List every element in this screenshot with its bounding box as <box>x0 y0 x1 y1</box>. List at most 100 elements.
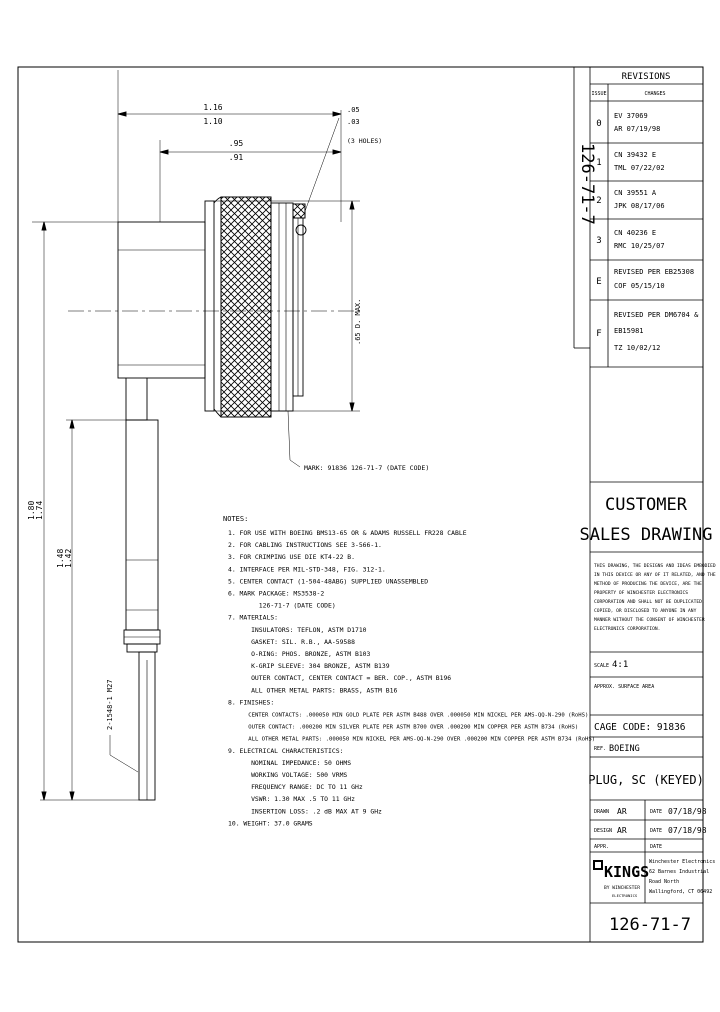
hole-leader <box>303 117 340 215</box>
revision-line: REVISED PER EB25308 <box>614 268 694 276</box>
revision-issue: 0 <box>596 119 601 129</box>
note-line: GASKET: SIL. R.B., AA-59588 <box>228 638 355 646</box>
revision-issue: F <box>596 329 601 339</box>
proprietary-line: METHOD OF PRODUCING THE DEVICE, ARE THE <box>594 581 702 587</box>
drawing-number: 126-71-7 <box>609 915 691 935</box>
sales-drawing-heading: SALES DRAWING <box>579 525 712 545</box>
revisions-table: REVISIONS ISSUE CHANGES 0 EV 37069 AR 07… <box>573 67 703 368</box>
design-date: 07/18/98 <box>668 826 707 835</box>
approval-label: APPR. <box>594 844 609 850</box>
proprietary-line: PROPERTY OF WINCHESTER ELECTRONICS <box>594 590 688 596</box>
note-line: ALL OTHER METAL PARTS: .000050 MIN NICKE… <box>228 737 595 743</box>
proprietary-line: MANNER WITHOUT THE CONSENT OF WINCHESTER <box>594 617 705 623</box>
logo-text: KINGS <box>604 863 649 881</box>
dim-inner-lower: .91 <box>229 153 244 162</box>
ref-label: REF. <box>594 746 606 752</box>
drawn-date-label: DATE <box>650 809 662 815</box>
scale-label: SCALE <box>594 663 609 669</box>
note-line: 7. MATERIALS: <box>228 614 278 622</box>
revision-line: TML 07/22/02 <box>614 164 665 172</box>
proprietary-line: COPIED, OR DISCLOSED TO ANYONE IN ANY <box>594 608 697 614</box>
revision-line: EV 37069 <box>614 112 648 120</box>
note-line: 6. MARK PACKAGE: MS3538-2 <box>228 590 324 598</box>
dim-hole-lower: .03 <box>347 118 360 126</box>
note-line: 1. FOR USE WITH BOEING BMS13-65 OR & ADA… <box>228 529 467 537</box>
ref-value: BOEING <box>609 744 640 754</box>
dim-length2-upper: 1.48 <box>56 549 65 568</box>
dim-overall-lower: 1.10 <box>203 117 222 126</box>
mark-leader <box>287 410 301 468</box>
kings-logo: KINGS BY WINCHESTER ELECTRONICS <box>593 860 649 898</box>
proprietary-line: ELECTRONICS CORPORATION. <box>594 626 660 632</box>
drawn-date: 07/18/98 <box>668 807 707 816</box>
logo-subtitle: BY WINCHESTER <box>604 885 640 891</box>
ferrule-neck <box>125 378 148 421</box>
note-line: 2. FOR CABLING INSTRUCTIONS SEE 3-566-1. <box>228 541 382 549</box>
company-line: Wallingford, CT 06492 <box>649 889 712 895</box>
revision-line: RMC 10/25/07 <box>614 242 665 250</box>
revision-line: TZ 10/02/12 <box>614 344 660 352</box>
company-line: Winchester Electronics <box>649 859 715 865</box>
note-line: 126-71-7 (DATE CODE) <box>228 602 336 610</box>
note-line: VSWR: 1.30 MAX .5 TO 11 GHz <box>228 795 355 803</box>
o-ring <box>295 224 307 236</box>
front-sleeve <box>270 202 294 412</box>
company-line: 62 Barnes Industrial <box>649 869 709 875</box>
note-line: ALL OTHER METAL PARTS: BRASS, ASTM B16 <box>228 686 397 694</box>
note-line: INSULATORS: TEFLON, ASTM D1710 <box>228 626 367 634</box>
side-part-number: 126-71-7 <box>577 143 597 225</box>
revisions-changes-header: CHANGES <box>644 91 665 97</box>
revision-line: CN 39551 A <box>614 189 657 197</box>
thread-callout: 2-1548-1 M27 <box>106 679 114 730</box>
company-line: Road North <box>649 879 679 885</box>
note-line: 4. INTERFACE PER MIL-STD-348, FIG. 312-1… <box>228 565 386 573</box>
note-line: OUTER CONTACT: .000200 MIN SILVER PLATE … <box>228 725 578 731</box>
title-block: CUSTOMER SALES DRAWING THIS DRAWING, THE… <box>579 367 716 942</box>
note-line: 9. ELECTRICAL CHARACTERISTICS: <box>228 747 343 755</box>
connector-drawing <box>32 70 360 801</box>
note-line: NOMINAL IMPEDANCE: 50 OHMS <box>228 759 351 767</box>
design-value: AR <box>617 826 627 835</box>
note-line: OUTER CONTACT, CENTER CONTACT = BER. COP… <box>228 674 451 682</box>
crimp-sleeve <box>125 419 159 631</box>
proprietary-line: IN THIS DEVICE OR ANY OF IT RELATED, AND… <box>594 572 716 578</box>
thread-leader <box>109 735 139 773</box>
approval-date-label: DATE <box>650 844 662 850</box>
note-line: INSERTION LOSS: .2 dB MAX AT 9 GHz <box>228 807 382 815</box>
drawn-label: DRAWN <box>594 809 609 815</box>
revision-issue: 1 <box>596 158 601 168</box>
revision-line: COF 05/15/10 <box>614 282 665 290</box>
cage-code: CAGE CODE: 91836 <box>594 722 686 733</box>
drawing-border <box>17 66 704 943</box>
dim-overall-upper: 1.16 <box>203 103 222 112</box>
part-name: PLUG, SC (KEYED) <box>588 773 704 787</box>
proprietary-line: CORPORATION AND SHALL NOT BE DUPLICATED, <box>594 599 705 605</box>
revision-issue: E <box>596 277 601 287</box>
revision-issue: 3 <box>596 236 601 246</box>
note-line: 10. WEIGHT: 37.0 GRAMS <box>228 819 313 827</box>
notes-block: NOTES: 1. FOR USE WITH BOEING BMS13-65 O… <box>223 515 595 827</box>
logo-mark-inner <box>595 862 601 868</box>
revisions-title: REVISIONS <box>622 72 671 82</box>
dim-diameter: .65 D. MAX. <box>354 299 362 345</box>
gasket <box>292 203 306 219</box>
customer-heading: CUSTOMER <box>605 495 688 515</box>
revisions-issue-header: ISSUE <box>591 91 606 97</box>
dim-hole-note: (3 HOLES) <box>347 137 382 145</box>
coupling-flange <box>204 200 215 412</box>
design-label: DESIGN <box>594 828 612 834</box>
revision-line: CN 40236 E <box>614 229 656 237</box>
notes-title: NOTES: <box>223 515 248 523</box>
dim-length-lower: 1.74 <box>35 501 44 520</box>
logo-tagline: ELECTRONICS <box>612 893 638 898</box>
revision-line: REVISED PER DM6704 & <box>614 311 699 319</box>
scale-value: 4:1 <box>612 660 628 670</box>
note-line: WORKING VOLTAGE: 500 VRMS <box>228 771 347 779</box>
note-line: K-GRIP SLEEVE: 304 BRONZE, ASTM B139 <box>228 662 390 670</box>
dim-inner-upper: .95 <box>229 139 244 148</box>
mark-callout: MARK: 91836 126-71-7 (DATE CODE) <box>304 464 429 472</box>
note-line: 8. FINISHES: <box>228 698 274 706</box>
dim-length-upper: 1.80 <box>27 501 36 520</box>
revision-line: AR 07/19/98 <box>614 125 660 133</box>
revision-line: JPK 08/17/06 <box>614 202 665 210</box>
